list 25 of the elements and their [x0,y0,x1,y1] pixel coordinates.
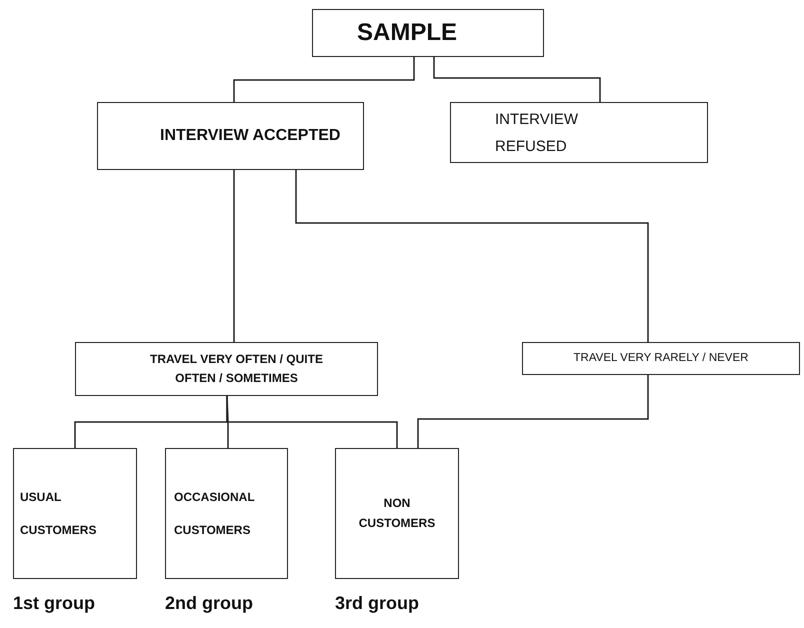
process-box [13,448,137,579]
box-label: NON CUSTOMERS [358,495,436,532]
box-label: TRAVEL VERY OFTEN / QUITE OFTEN / SOMETIMES [149,350,324,387]
group-label: 3rd group [335,593,419,614]
connector-line [226,396,398,448]
process-box [75,342,378,396]
connector-line [433,57,601,102]
box-label: OCCASIONAL CUSTOMERS [174,489,256,538]
process-box [450,102,708,163]
connector-line [295,170,649,342]
process-box [335,448,459,579]
process-box [522,342,800,375]
box-label: USUAL CUSTOMERS [20,489,98,538]
process-box [165,448,288,579]
connector-line [233,170,235,342]
group-label: 1st group [13,593,96,614]
box-label: TRAVEL VERY RARELY / NEVER [574,352,748,366]
connector-line [417,375,649,448]
process-box [312,9,544,57]
box-label: SAMPLE [357,18,458,48]
box-label: INTERVIEW REFUSED [495,110,580,156]
process-box [97,102,364,170]
group-label: 2nd group [165,593,253,614]
connector-line [233,57,415,102]
box-label: INTERVIEW ACCEPTED [160,126,340,146]
